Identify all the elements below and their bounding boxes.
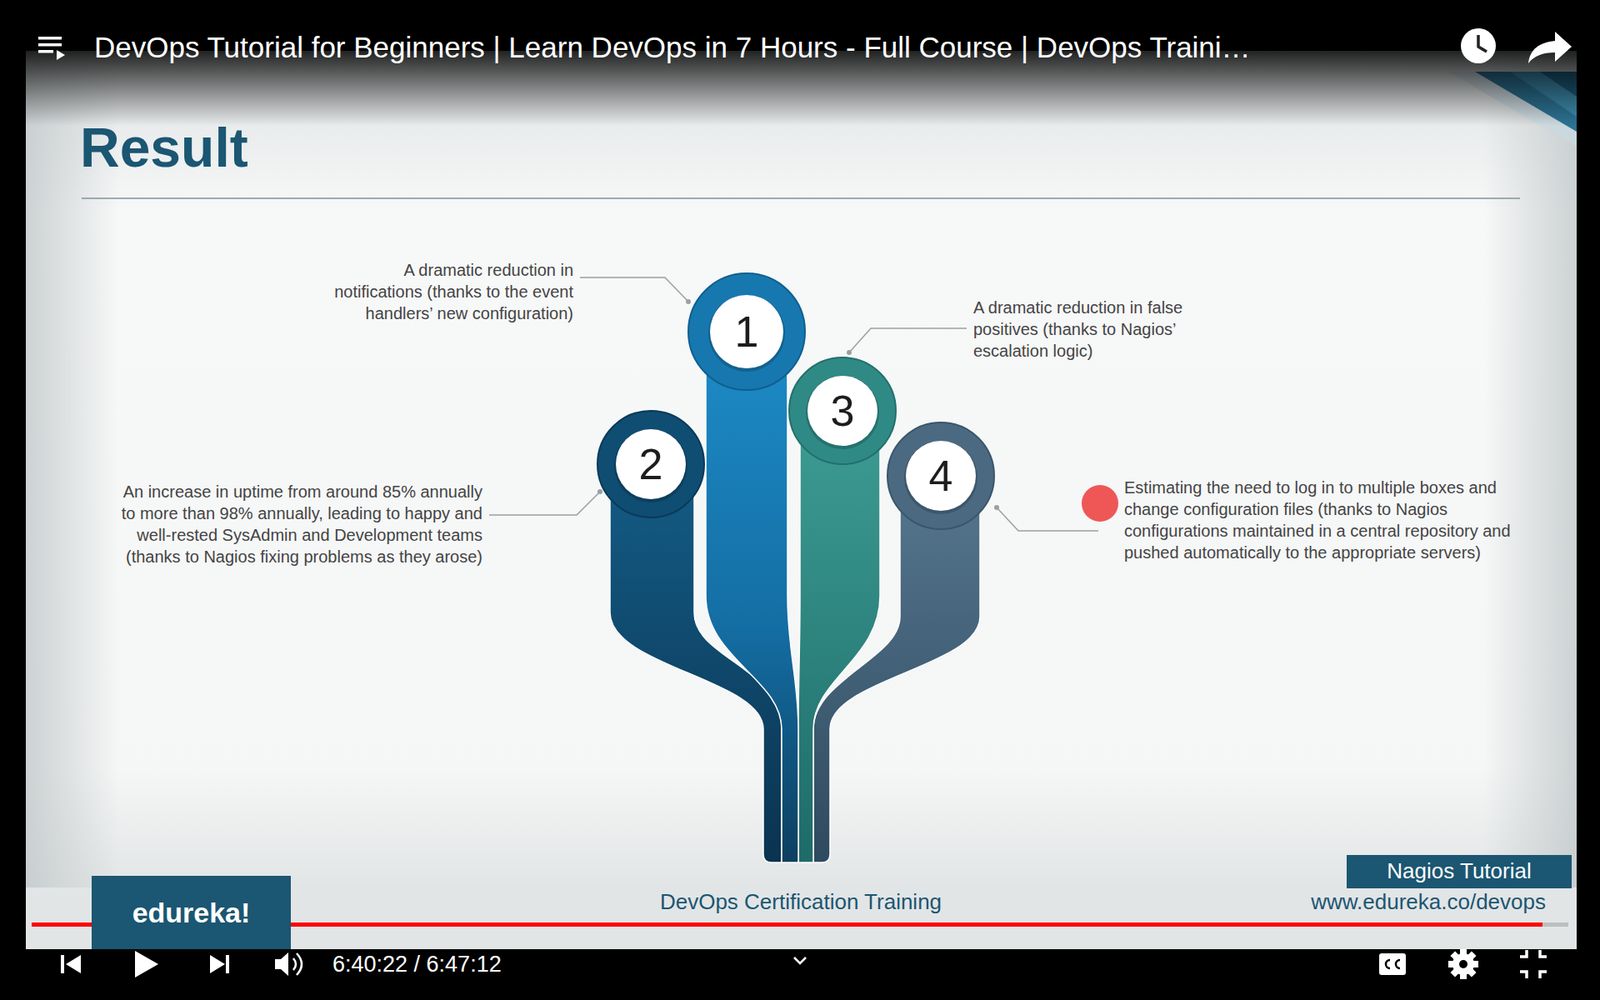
leader-line <box>580 277 689 302</box>
callout-text: Estimating the need to log in to multipl… <box>1124 476 1516 564</box>
circle-ring <box>789 357 896 465</box>
laser-pointer <box>1081 485 1119 522</box>
number-circle: 2 <box>596 410 705 519</box>
clock-icon <box>1460 28 1496 64</box>
tree-stem <box>798 410 880 863</box>
callout-number: 2 <box>639 442 664 486</box>
leader-line <box>996 507 1099 531</box>
playlist-icon <box>38 43 62 47</box>
gear-icon <box>1450 950 1476 977</box>
volume-icon <box>275 952 289 976</box>
slide-background <box>25 50 1577 950</box>
leader-line <box>849 328 967 353</box>
circle-ring <box>887 422 995 530</box>
circle-shadow <box>805 375 880 450</box>
callout-text: A dramatic reduction in notifications (t… <box>331 259 574 325</box>
circle-face <box>615 429 686 500</box>
footer-url: www.edureka.co/devops <box>1310 888 1546 917</box>
circle-face <box>807 375 878 446</box>
previous-icon <box>60 955 65 974</box>
circle-ring <box>597 410 705 518</box>
leader-line <box>489 491 600 515</box>
clock-hands <box>1478 35 1487 52</box>
number-circle: 3 <box>788 356 897 465</box>
gear-hole <box>1459 960 1468 969</box>
playlist-icon <box>38 36 62 40</box>
previous-icon <box>65 955 81 974</box>
captions-glyph <box>1385 960 1400 969</box>
chevron-icon <box>794 957 806 964</box>
leader-dot <box>846 350 852 355</box>
circle-shadow <box>614 429 688 503</box>
circle-face <box>905 440 976 511</box>
playlist-icon <box>38 50 54 54</box>
circle-ring <box>688 273 805 390</box>
play-icon <box>135 950 159 978</box>
title-rule <box>81 197 1520 200</box>
playlist-icon <box>56 50 65 60</box>
topic-badge: Nagios Tutorial <box>1346 855 1572 889</box>
footer-text: DevOps Certification Training <box>660 888 942 917</box>
callout-text: An increase in uptime from around 85% an… <box>107 480 483 568</box>
progress-remaining <box>1542 922 1569 927</box>
leader-dot <box>597 489 603 495</box>
next-icon <box>225 955 230 974</box>
video-title: DevOps Tutorial for Beginners | Learn De… <box>94 28 1251 67</box>
time-display: 6:40:22 / 6:47:12 <box>332 950 502 980</box>
circle-face <box>710 295 784 369</box>
callout-text: A dramatic reduction in false positives … <box>973 296 1240 362</box>
tree-stem <box>705 331 799 863</box>
share-icon <box>1528 31 1572 64</box>
circle-shadow <box>904 440 978 515</box>
volume-waves <box>293 953 302 975</box>
circle-shadow <box>708 295 785 372</box>
captions-icon <box>1379 953 1406 975</box>
callout-number: 1 <box>735 310 760 354</box>
leader-dot <box>994 505 1000 510</box>
number-circle: 4 <box>886 421 995 530</box>
badge-text: Nagios Tutorial <box>1386 858 1531 885</box>
callout-number: 3 <box>830 389 855 433</box>
exit-fullscreen-icon <box>1520 950 1547 979</box>
leader-dot <box>685 299 691 305</box>
player-controls <box>60 949 1547 980</box>
logo-box: edureka! <box>91 875 291 950</box>
logo-text: edureka! <box>132 895 251 930</box>
gear-icon <box>1452 953 1475 975</box>
tree-illustration <box>610 331 980 863</box>
gear-icon <box>1450 950 1476 977</box>
next-icon <box>210 955 225 974</box>
number-circle: 1 <box>687 272 806 391</box>
slide-vignette <box>25 50 1577 950</box>
slide-title: Result <box>80 117 249 179</box>
callout-number: 4 <box>929 454 954 498</box>
